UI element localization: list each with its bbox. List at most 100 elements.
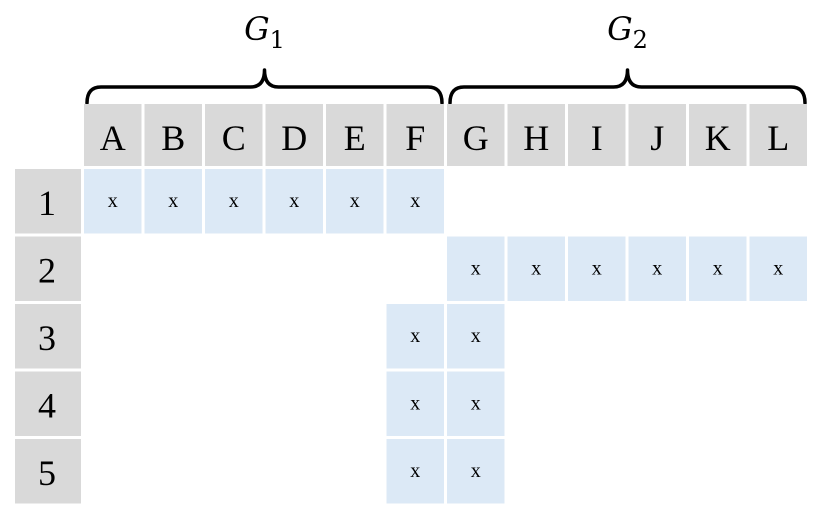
cell-mark: x bbox=[652, 258, 662, 280]
group-brace-1 bbox=[85, 68, 444, 105]
column-header-label: G bbox=[463, 118, 489, 158]
column-header-c: C bbox=[205, 104, 263, 166]
row-header-label: 5 bbox=[38, 453, 56, 493]
cell-mark: x bbox=[410, 393, 420, 415]
row-header-2: 2 bbox=[15, 236, 81, 301]
cell-mark: x bbox=[410, 190, 420, 212]
row-header-label: 2 bbox=[38, 251, 56, 291]
group-label-1: G1 bbox=[244, 10, 285, 54]
row-header-3: 3 bbox=[15, 304, 81, 369]
column-header-bg bbox=[689, 104, 747, 166]
row-header-5: 5 bbox=[15, 439, 81, 504]
cell-bg bbox=[386, 169, 444, 234]
group-braces bbox=[85, 68, 807, 105]
cell-mark: x bbox=[773, 258, 783, 280]
cell-2-j: x bbox=[628, 236, 686, 301]
column-header-bg bbox=[507, 104, 565, 166]
column-header-d: D bbox=[265, 104, 323, 166]
column-header-label: B bbox=[161, 118, 185, 158]
cell-bg bbox=[447, 439, 505, 504]
column-header-bg bbox=[386, 104, 444, 166]
column-header-label: K bbox=[705, 118, 731, 158]
column-header-g: G bbox=[447, 104, 505, 166]
column-header-bg bbox=[447, 104, 505, 166]
row-header-bg bbox=[15, 439, 81, 504]
row-header-bg bbox=[15, 169, 81, 234]
column-header-label: H bbox=[523, 118, 549, 158]
column-header-label: L bbox=[767, 118, 789, 158]
cell-2-k: x bbox=[689, 236, 747, 301]
column-header-f: F bbox=[386, 104, 444, 166]
column-header-l: L bbox=[749, 104, 807, 166]
column-header-b: B bbox=[144, 104, 202, 166]
column-header-i: I bbox=[568, 104, 626, 166]
cell-mark: x bbox=[471, 460, 481, 482]
cell-bg bbox=[447, 304, 505, 369]
cell-1-b: x bbox=[144, 169, 202, 234]
cell-bg bbox=[447, 236, 505, 301]
cell-mark: x bbox=[168, 190, 178, 212]
column-header-label: D bbox=[281, 118, 307, 158]
column-header-e: E bbox=[326, 104, 384, 166]
cell-mark: x bbox=[713, 258, 723, 280]
cell-1-c: x bbox=[205, 169, 263, 234]
cell-1-f: x bbox=[386, 169, 444, 234]
row-header-label: 4 bbox=[38, 386, 56, 426]
row-header-4: 4 bbox=[15, 371, 81, 436]
row-header-bg bbox=[15, 371, 81, 436]
cell-mark: x bbox=[531, 258, 541, 280]
cell-2-g: x bbox=[447, 236, 505, 301]
cell-1-a: x bbox=[84, 169, 142, 234]
cell-1-d: x bbox=[265, 169, 323, 234]
column-header-bg bbox=[568, 104, 626, 166]
cell-bg bbox=[265, 169, 323, 234]
column-header-bg bbox=[144, 104, 202, 166]
column-header-j: J bbox=[628, 104, 686, 166]
cell-5-f: x bbox=[386, 439, 444, 504]
row-header-label: 3 bbox=[38, 318, 56, 358]
cell-bg bbox=[689, 236, 747, 301]
row-header-1: 1 bbox=[15, 169, 81, 234]
column-header-label: A bbox=[100, 118, 126, 158]
row-header-bg bbox=[15, 236, 81, 301]
cell-bg bbox=[386, 304, 444, 369]
column-header-bg bbox=[84, 104, 142, 166]
column-header-h: H bbox=[507, 104, 565, 166]
cell-3-g: x bbox=[447, 304, 505, 369]
cell-mark: x bbox=[410, 325, 420, 347]
cell-5-g: x bbox=[447, 439, 505, 504]
cell-bg bbox=[507, 236, 565, 301]
column-header-a: A bbox=[84, 104, 142, 166]
column-header-bg bbox=[749, 104, 807, 166]
column-header-bg bbox=[628, 104, 686, 166]
cell-mark: x bbox=[108, 190, 118, 212]
cell-mark: x bbox=[289, 190, 299, 212]
cell-2-l: x bbox=[749, 236, 807, 301]
column-header-bg bbox=[326, 104, 384, 166]
cell-mark: x bbox=[471, 393, 481, 415]
column-header-label: F bbox=[405, 118, 425, 158]
group-label-name: G bbox=[607, 10, 633, 48]
cell-mark: x bbox=[410, 460, 420, 482]
cell-4-f: x bbox=[386, 371, 444, 436]
cell-bg bbox=[326, 169, 384, 234]
row-header-label: 1 bbox=[38, 183, 56, 223]
cell-bg bbox=[205, 169, 263, 234]
cell-mark: x bbox=[592, 258, 602, 280]
row-header-bg bbox=[15, 304, 81, 369]
group-label-name: G bbox=[244, 10, 270, 48]
column-header-bg bbox=[205, 104, 263, 166]
group-label-subscript: 1 bbox=[270, 26, 285, 54]
cell-mark: x bbox=[471, 325, 481, 347]
cell-bg bbox=[84, 169, 142, 234]
column-header-bg bbox=[265, 104, 323, 166]
column-header-label: E bbox=[344, 118, 366, 158]
cell-4-g: x bbox=[447, 371, 505, 436]
cell-bg bbox=[386, 439, 444, 504]
cell-2-h: x bbox=[507, 236, 565, 301]
cell-bg bbox=[144, 169, 202, 234]
cell-bg bbox=[386, 371, 444, 436]
